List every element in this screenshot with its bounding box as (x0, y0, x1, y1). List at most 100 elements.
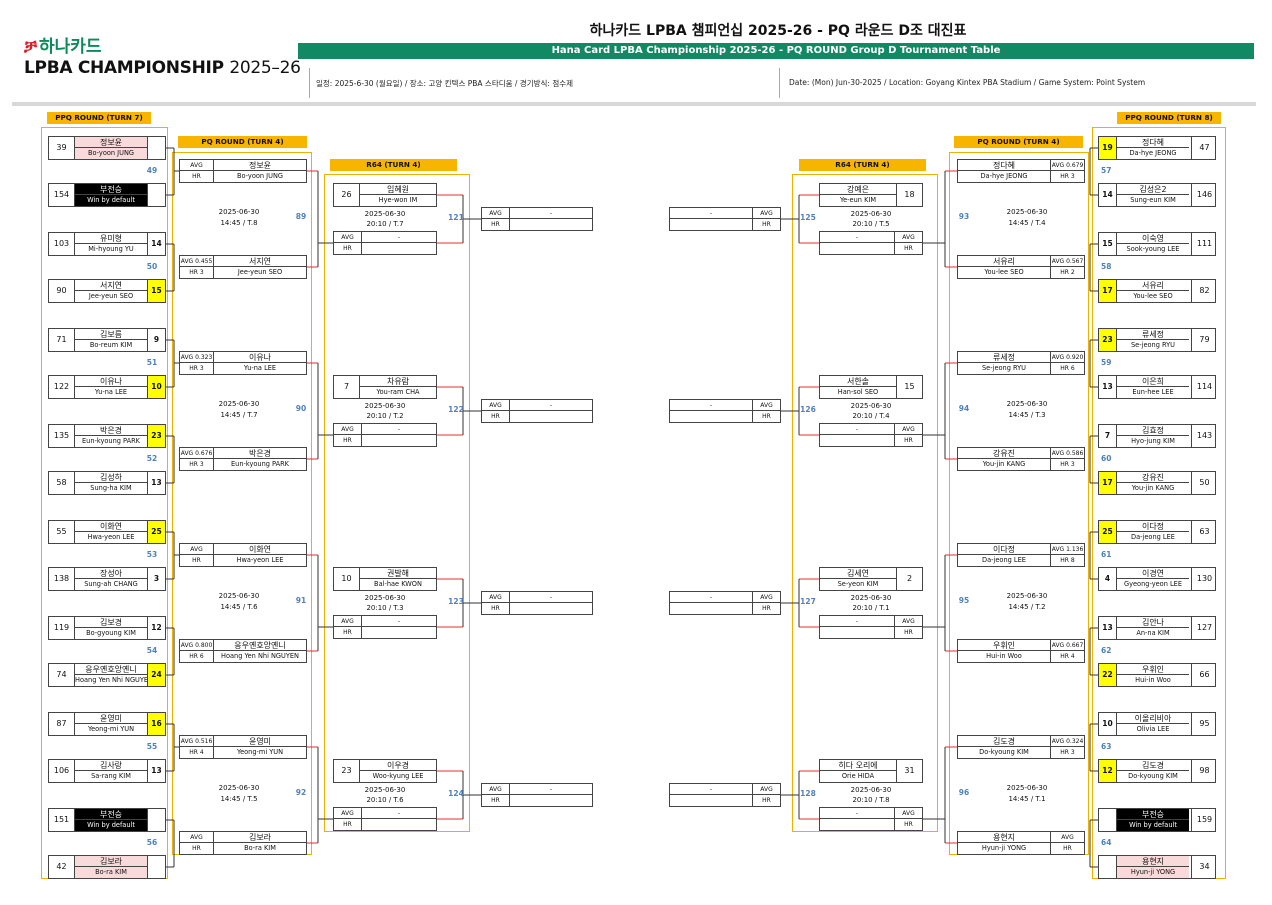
slot-dash: - (510, 208, 592, 219)
slot-hr-label: HR (894, 627, 922, 638)
player-name-en: Sa-rang KIM (91, 772, 131, 780)
match-time: 20:10 / T.8 (852, 796, 890, 804)
player-seed: 15 (896, 376, 922, 398)
column-r64-right (792, 174, 938, 832)
player-seed: 79 (1191, 329, 1217, 351)
player-seed: 10 (334, 568, 360, 590)
player-name-en: Do-kyoung KIM (979, 748, 1029, 756)
player-score (147, 137, 165, 159)
slot-hr-label: HR (894, 435, 922, 446)
match-number: 54 (146, 645, 158, 655)
player-score: 17 (1099, 472, 1117, 494)
match-date: 2025-06-30 (1006, 208, 1048, 216)
player-name-en: Bo-ra KIM (244, 844, 276, 852)
player-score: 22 (1099, 664, 1117, 686)
player-seed: 154 (49, 184, 75, 206)
player-seed: 18 (896, 184, 922, 206)
player-name-ko: 임혜원 (360, 184, 436, 195)
match-number: 96 (958, 788, 970, 797)
slot-avg-label: AVG (334, 808, 362, 819)
player-name-en: Mi-hyoung YU (88, 245, 134, 253)
player-seed: 74 (49, 664, 75, 686)
player-seed: 114 (1191, 376, 1217, 398)
hana-logo-icon: ቻ (24, 37, 37, 57)
player-name-en: Yu-na LEE (243, 364, 277, 372)
player-name-en: Da-hye JEONG (980, 172, 1028, 180)
player-hr: HR (180, 843, 214, 854)
